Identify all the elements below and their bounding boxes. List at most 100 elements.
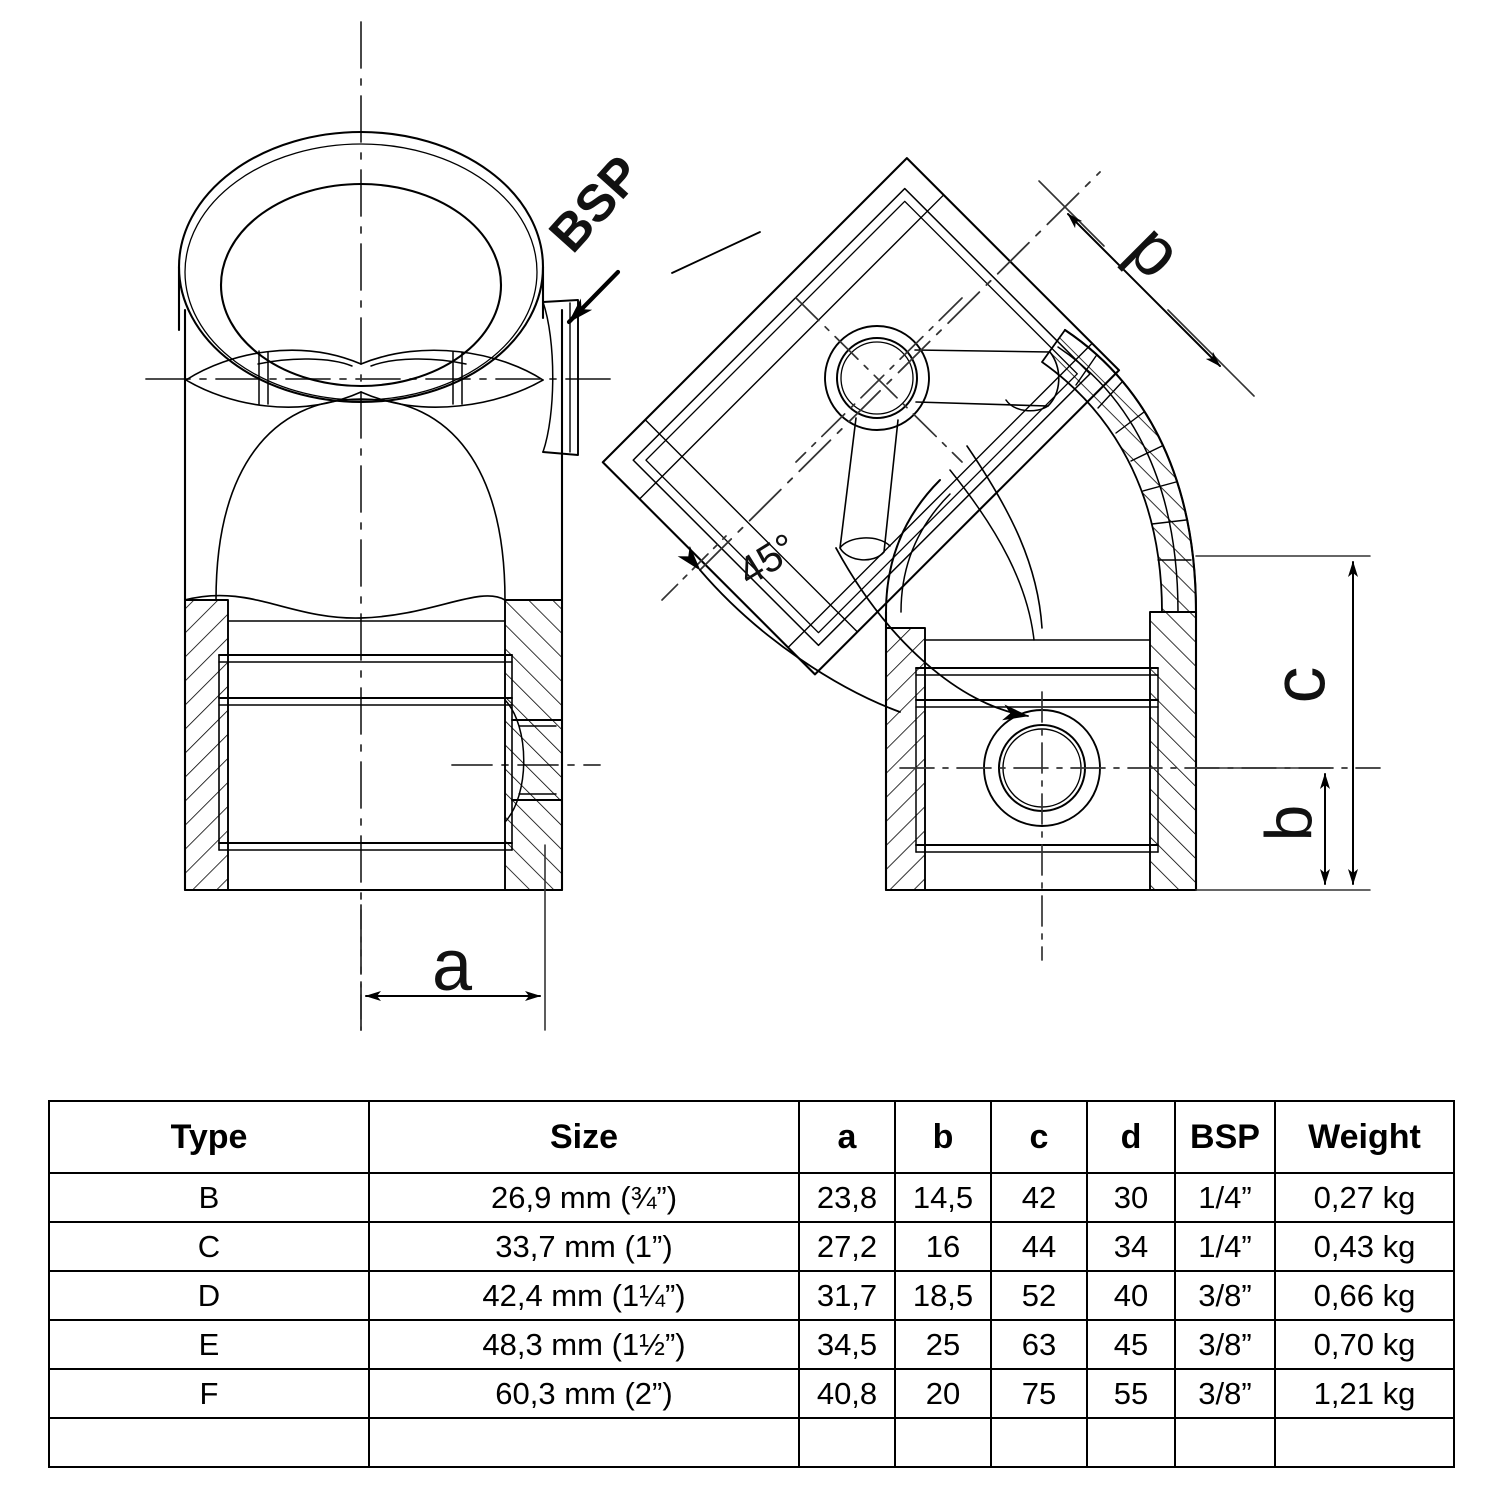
table-header-b: b bbox=[894, 1100, 992, 1174]
cell-type: B bbox=[48, 1172, 370, 1223]
cell-type: C bbox=[48, 1221, 370, 1272]
elbow-lower-hatch-right bbox=[1149, 611, 1197, 891]
cell-size: 42,4 mm (1¼”) bbox=[368, 1270, 800, 1321]
cell-a: 27,2 bbox=[798, 1221, 896, 1272]
cell-empty bbox=[1174, 1418, 1276, 1468]
cell-c: 75 bbox=[990, 1368, 1088, 1419]
cell-bsp: 3/8” bbox=[1174, 1270, 1276, 1321]
table-empty-row bbox=[48, 1418, 1455, 1468]
cell-d: 40 bbox=[1086, 1270, 1176, 1321]
dimension-label-b: b bbox=[1251, 804, 1326, 842]
cell-type: F bbox=[48, 1368, 370, 1419]
cell-size: 60,3 mm (2”) bbox=[368, 1368, 800, 1419]
cell-empty bbox=[1274, 1418, 1455, 1468]
cell-bsp: 3/8” bbox=[1174, 1319, 1276, 1370]
left-top-bore-ellipse bbox=[219, 182, 503, 388]
dim-d-ext-2 bbox=[1167, 309, 1255, 397]
cell-a: 34,5 bbox=[798, 1319, 896, 1370]
dim-d-group bbox=[1038, 180, 1255, 397]
dim-d-arrow bbox=[1067, 213, 1221, 367]
left-bsp-boss-curve bbox=[542, 301, 554, 453]
cell-weight: 0,43 kg bbox=[1274, 1221, 1455, 1272]
bsp-leader-left bbox=[566, 269, 621, 325]
spec-table-container: Type Size a b c d BSP Weight B 26,9 mm (… bbox=[48, 1100, 1455, 1468]
cell-type: E bbox=[48, 1319, 370, 1370]
elbow-bend-hatch-outline bbox=[1041, 329, 1197, 613]
elbow-inner-transition-2 bbox=[949, 469, 1035, 641]
table-header-bsp: BSP bbox=[1174, 1100, 1276, 1174]
cell-weight: 0,70 kg bbox=[1274, 1319, 1455, 1370]
elbow-upper-leg bbox=[601, 157, 1121, 676]
elbow-inner-arc bbox=[885, 479, 941, 613]
elbow-lower-port-leader bbox=[835, 547, 1029, 721]
cell-b: 16 bbox=[894, 1221, 992, 1272]
cell-empty bbox=[368, 1418, 800, 1468]
elbow-upper-port-outer bbox=[824, 325, 930, 431]
elbow-axis-45 bbox=[699, 171, 1101, 571]
elbow-upper-rib-1b bbox=[1005, 399, 1049, 412]
cell-type: D bbox=[48, 1270, 370, 1321]
table-row: F 60,3 mm (2”) 40,8 20 75 55 3/8” 1,21 k… bbox=[48, 1368, 1455, 1419]
dimension-label-c: c bbox=[1257, 666, 1341, 704]
left-lower-boss bbox=[511, 719, 563, 801]
left-saddle-upper-right bbox=[360, 349, 544, 381]
cell-empty bbox=[894, 1418, 992, 1468]
table-row: E 48,3 mm (1½”) 34,5 25 63 45 3/8” 0,70 … bbox=[48, 1319, 1455, 1370]
cell-c: 63 bbox=[990, 1319, 1088, 1370]
dim-45-group bbox=[661, 535, 901, 713]
left-inner-dome bbox=[215, 398, 506, 601]
cell-bsp: 1/4” bbox=[1174, 1172, 1276, 1223]
cell-empty bbox=[990, 1418, 1088, 1468]
left-saddle-upper-left bbox=[185, 349, 362, 381]
cell-b: 18,5 bbox=[894, 1270, 992, 1321]
cell-empty bbox=[798, 1418, 896, 1468]
cell-b: 14,5 bbox=[894, 1172, 992, 1223]
left-rib-2 bbox=[370, 358, 467, 367]
cell-c: 44 bbox=[990, 1221, 1088, 1272]
left-bsp-boss bbox=[542, 299, 579, 456]
left-break-line bbox=[184, 594, 506, 619]
table-row: D 42,4 mm (1¼”) 31,7 18,5 52 40 3/8” 0,6… bbox=[48, 1270, 1455, 1321]
elbow-upper-port-inner bbox=[840, 341, 914, 415]
elbow-upper-rib-2b bbox=[839, 537, 891, 549]
cell-c: 52 bbox=[990, 1270, 1088, 1321]
elbow-upper-port-centerlines bbox=[795, 297, 963, 463]
table-row: B 26,9 mm (¾”) 23,8 14,5 42 30 1/4” 0,27… bbox=[48, 1172, 1455, 1223]
table-header-d: d bbox=[1086, 1100, 1176, 1174]
left-top-outer-ellipse-2 bbox=[184, 143, 538, 401]
table-header-weight: Weight bbox=[1274, 1100, 1455, 1174]
elbow-bend-hatch bbox=[1042, 330, 1196, 612]
cell-weight: 1,21 kg bbox=[1274, 1368, 1455, 1419]
cell-a: 31,7 bbox=[798, 1270, 896, 1321]
cell-empty bbox=[1086, 1418, 1176, 1468]
table-header-a: a bbox=[798, 1100, 896, 1174]
table-body: B 26,9 mm (¾”) 23,8 14,5 42 30 1/4” 0,27… bbox=[48, 1172, 1455, 1468]
cell-d: 30 bbox=[1086, 1172, 1176, 1223]
left-lower-boss-curve bbox=[504, 699, 525, 823]
cell-b: 20 bbox=[894, 1368, 992, 1419]
cell-size: 48,3 mm (1½”) bbox=[368, 1319, 800, 1370]
cell-a: 23,8 bbox=[798, 1172, 896, 1223]
table-row: C 33,7 mm (1”) 27,2 16 44 34 1/4” 0,43 k… bbox=[48, 1221, 1455, 1272]
right-view-group bbox=[601, 157, 1381, 961]
cell-d: 45 bbox=[1086, 1319, 1176, 1370]
cell-d: 55 bbox=[1086, 1368, 1176, 1419]
dim-d-ext-1 bbox=[1038, 180, 1105, 247]
dim-b-group bbox=[1195, 767, 1331, 885]
cell-weight: 0,27 kg bbox=[1274, 1172, 1455, 1223]
cell-b: 25 bbox=[894, 1319, 992, 1370]
dimension-label-a: a bbox=[432, 926, 473, 1006]
cell-weight: 0,66 kg bbox=[1274, 1270, 1455, 1321]
left-section-hatch-left bbox=[184, 599, 229, 891]
cell-c: 42 bbox=[990, 1172, 1088, 1223]
cell-a: 40,8 bbox=[798, 1368, 896, 1419]
dim-45-ref-line bbox=[661, 535, 727, 601]
elbow-inner-transition-1 bbox=[966, 445, 1043, 629]
left-section-hatch-right bbox=[504, 599, 563, 891]
cell-bsp: 1/4” bbox=[1174, 1221, 1276, 1272]
cell-d: 34 bbox=[1086, 1221, 1176, 1272]
elbow-inner-arc-2 bbox=[900, 493, 951, 613]
cell-size: 26,9 mm (¾”) bbox=[368, 1172, 800, 1223]
